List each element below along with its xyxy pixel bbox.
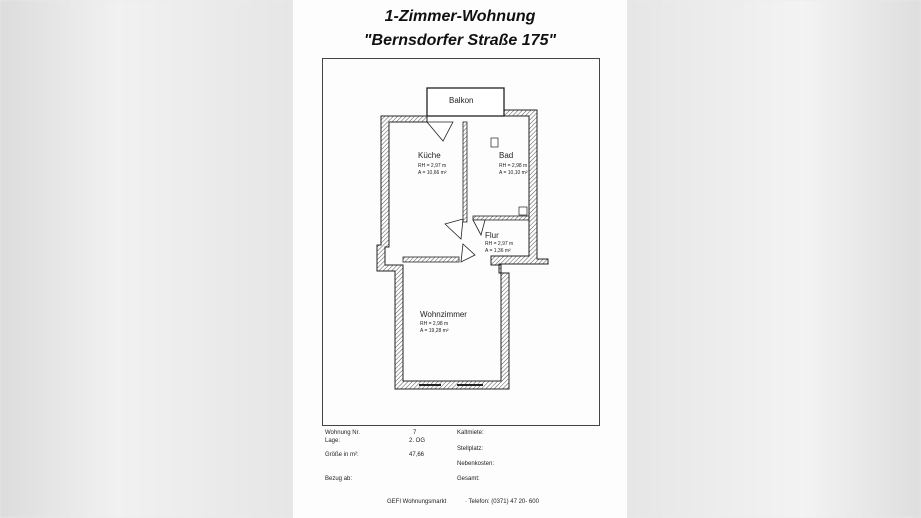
- blurred-background-left: [0, 0, 293, 518]
- info-groesse-label: Größe in m²:: [325, 452, 359, 458]
- label-kueche-area: A = 10,66 m²: [418, 170, 447, 176]
- label-flur-area: A = 1,36 m²: [485, 248, 511, 254]
- kitchen-door-swing: [444, 218, 464, 240]
- info-kaltmiete-label: Kaltmiete:: [457, 430, 484, 436]
- info-wohnung-value: 7: [413, 430, 417, 436]
- label-bad-rh: RH = 2,98 m: [499, 163, 528, 169]
- bath-corner-fixture: [518, 206, 528, 216]
- bath-door-swing: [472, 219, 486, 237]
- bath-fixture: [490, 137, 499, 148]
- floor-plan-drawing: [376, 87, 549, 390]
- wall-bath-bottom: [472, 215, 530, 221]
- label-wohnzimmer-rh: RH = 2,98 m: [420, 321, 449, 327]
- floor-plan-sheet: 1-Zimmer-Wohnung "Bernsdorfer Straße 175…: [293, 0, 627, 518]
- wall-kitchen-bath: [462, 121, 468, 223]
- page-title: 1-Zimmer-Wohnung: [384, 8, 536, 25]
- label-kueche-rh: RH = 2,97 m: [418, 163, 447, 169]
- label-flur-rh: RH = 2,97 m: [485, 241, 514, 247]
- info-gesamt-label: Gesamt:: [457, 476, 480, 482]
- info-lage-label: Lage:: [325, 438, 341, 444]
- footer-phone: · Telefon: (0371) 47 20- 600: [465, 499, 539, 505]
- label-bad-area: A = 10,10 m²: [499, 170, 528, 176]
- page-subtitle-address: "Bernsdorfer Straße 175": [363, 32, 557, 49]
- info-bezug-label: Bezug ab:: [325, 476, 353, 482]
- info-groesse-value: 47,66: [409, 452, 425, 458]
- wall-kitchen-living: [402, 256, 460, 263]
- info-stellplatz-label: Stellplatz:: [457, 446, 484, 452]
- info-wohnung-label: Wohnung Nr.: [325, 430, 360, 436]
- blurred-background-right: [627, 0, 921, 518]
- label-wohnzimmer-area: A = 19,28 m²: [420, 328, 449, 334]
- floor-plan-frame: Balkon Küche RH = 2,97 m A = 10,66 m² Ba…: [322, 58, 600, 426]
- footer-company: GEFI Wohnungsmarkt: [387, 499, 447, 505]
- info-lage-value: 2. OG: [409, 438, 426, 444]
- label-kueche: Küche: [418, 151, 441, 160]
- info-nebenkosten-label: Nebenkosten:: [457, 461, 495, 467]
- balcony-door-swing: [426, 121, 454, 142]
- label-bad: Bad: [499, 151, 514, 160]
- balcony-outline: [426, 87, 505, 117]
- label-wohnzimmer: Wohnzimmer: [420, 310, 467, 319]
- outer-walls: [376, 109, 549, 390]
- living-door-swing: [460, 243, 476, 263]
- label-flur: Flur: [485, 231, 499, 240]
- label-balkon: Balkon: [449, 96, 474, 105]
